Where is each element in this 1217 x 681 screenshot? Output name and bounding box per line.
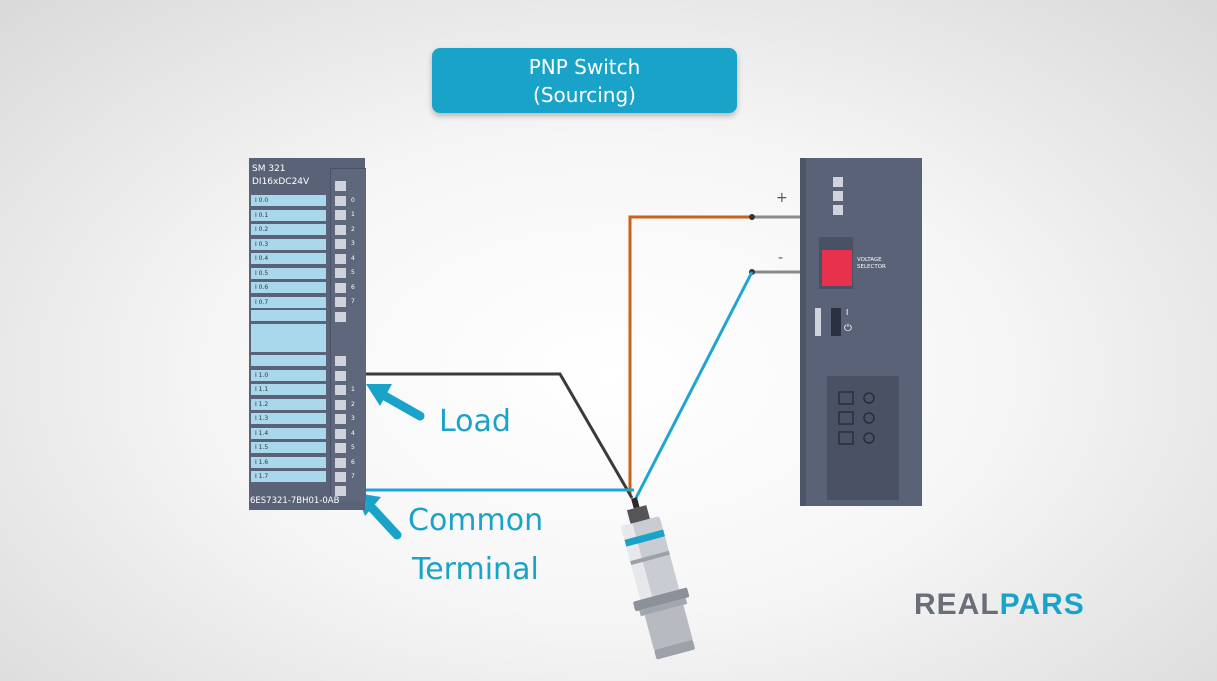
terminal-label: Terminal — [412, 552, 539, 587]
power-icon: ⏻ — [844, 323, 852, 334]
psu-indicator — [833, 177, 843, 187]
input-label: I 0.3 — [251, 239, 326, 250]
status-led — [335, 312, 346, 322]
title-box: PNP Switch (Sourcing) — [432, 48, 737, 113]
input-label: I 0.6 — [251, 282, 326, 293]
blank-label — [251, 355, 326, 366]
status-led — [335, 268, 346, 278]
minus-sign: - — [778, 250, 784, 266]
order-number: 6ES7321-7BH01-0AB — [250, 496, 340, 506]
load-label: Load — [439, 404, 511, 439]
realpars-logo: REALPARS — [914, 588, 1085, 622]
blank-label — [251, 324, 326, 352]
pin-number: 3 — [351, 240, 355, 247]
plc-input-module: SM 321 DI16xDC24V I 0.0 I 0.1 I 0.2 I 0.… — [249, 158, 366, 510]
psu-plus-node — [749, 214, 755, 220]
pin-number: 4 — [351, 430, 355, 437]
status-led — [335, 443, 346, 453]
input-label: I 1.6 — [251, 457, 326, 468]
switch-mark: I — [846, 308, 849, 317]
blue-wire — [634, 271, 754, 499]
psu-edge — [800, 158, 806, 506]
status-led — [335, 196, 346, 206]
module-name: SM 321 — [252, 164, 286, 174]
input-label: I 0.5 — [251, 268, 326, 279]
common-label: Common — [408, 503, 544, 538]
status-led — [335, 210, 346, 220]
title-line1: PNP Switch — [528, 55, 641, 79]
status-led — [335, 400, 346, 410]
input-label: I 1.1 — [251, 384, 326, 395]
power-supply: VOLTAGE SELECTOR I ⏻ — [800, 158, 922, 506]
pin-number: 1 — [351, 211, 355, 218]
voltage-selector-label-line1: VOLTAGE — [857, 257, 882, 263]
load-arrow — [366, 384, 425, 421]
pin-number: 6 — [351, 284, 355, 291]
pin-number: 6 — [351, 459, 355, 466]
pin-number: 7 — [351, 298, 355, 305]
status-led — [335, 414, 346, 424]
plus-sign: + — [776, 190, 788, 206]
input-label: I 0.4 — [251, 253, 326, 264]
brown-wire — [628, 215, 752, 495]
pin-number: 1 — [351, 386, 355, 393]
status-led — [335, 385, 346, 395]
psu-power-switch — [831, 308, 841, 336]
pin-number: 2 — [351, 226, 355, 233]
title-line2: (Sourcing) — [533, 83, 636, 107]
status-led — [335, 225, 346, 235]
pnp-sensor — [620, 497, 695, 660]
module-header: SM 321 DI16xDC24V — [252, 163, 309, 189]
status-led — [335, 297, 346, 307]
status-led — [335, 371, 346, 381]
status-led — [335, 356, 346, 366]
pin-number: 5 — [351, 269, 355, 276]
input-label: I 1.2 — [251, 399, 326, 410]
voltage-selector-label-line2: SELECTOR — [857, 264, 886, 270]
input-label: I 0.7 — [251, 297, 326, 308]
pin-number: 2 — [351, 401, 355, 408]
input-label: I 1.3 — [251, 413, 326, 424]
psu-indicator — [833, 205, 843, 215]
pin-number: 5 — [351, 444, 355, 451]
input-label: I 0.2 — [251, 224, 326, 235]
black-wire — [340, 372, 634, 499]
status-led — [335, 486, 346, 496]
status-led — [335, 181, 346, 191]
pin-number: 4 — [351, 255, 355, 262]
status-led — [335, 239, 346, 249]
psu-indicator — [833, 191, 843, 201]
logo-part2: PARS — [999, 588, 1085, 621]
status-led — [335, 254, 346, 264]
module-type: DI16xDC24V — [252, 177, 310, 187]
terminal-block — [827, 376, 899, 500]
input-label: I 1.0 — [251, 370, 326, 381]
status-led — [335, 429, 346, 439]
status-led — [335, 472, 346, 482]
logo-part1: REAL — [914, 588, 1000, 621]
terminal-screws — [838, 391, 875, 445]
pin-number: 0 — [351, 197, 355, 204]
pin-number: 7 — [351, 473, 355, 480]
input-label: I 0.0 — [251, 195, 326, 206]
pin-number: 3 — [351, 415, 355, 422]
status-led — [335, 458, 346, 468]
input-label: I 1.7 — [251, 471, 326, 482]
status-led — [335, 283, 346, 293]
input-label: I 0.1 — [251, 210, 326, 221]
blank-label — [251, 310, 326, 321]
voltage-selector-label: VOLTAGE SELECTOR — [857, 257, 886, 271]
input-label: I 1.5 — [251, 442, 326, 453]
psu-switch-slot — [815, 308, 821, 336]
input-label: I 1.4 — [251, 428, 326, 439]
voltage-selector — [822, 250, 852, 286]
